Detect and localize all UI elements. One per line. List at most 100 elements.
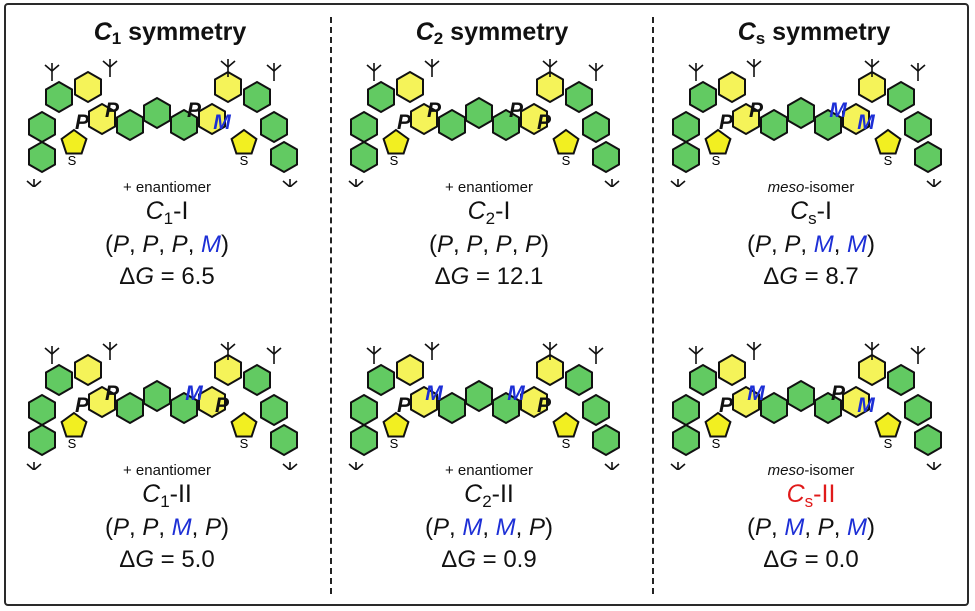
ring-helicity-label: M <box>425 382 443 405</box>
ring-helicity-label: M <box>747 382 765 405</box>
aromatic-ring <box>88 385 116 419</box>
helicity-sequence: (P, P, P, P) <box>428 231 550 258</box>
thiophene-ring <box>552 411 580 438</box>
tert-butyl-group <box>366 346 382 364</box>
aromatic-ring <box>116 108 144 142</box>
ring-helicity-label: P <box>537 111 552 134</box>
aromatic-ring <box>214 70 242 104</box>
thiophene-ring <box>874 128 902 155</box>
column-header-c1: C1 symmetry <box>93 18 247 48</box>
tert-butyl-group <box>220 342 236 360</box>
aromatic-ring <box>28 140 56 174</box>
sulfur-label: S <box>562 153 571 168</box>
aromatic-ring <box>718 353 746 387</box>
tert-butyl-group <box>282 179 298 187</box>
tert-butyl-group <box>366 63 382 81</box>
aromatic-ring <box>732 102 760 136</box>
tert-butyl-group <box>864 342 880 360</box>
conformer-name: C1-II <box>142 480 192 511</box>
aromatic-ring <box>787 96 815 130</box>
aromatic-ring <box>28 393 56 427</box>
aromatic-ring <box>914 140 942 174</box>
aromatic-ring <box>350 140 378 174</box>
sulfur-label: S <box>240 436 249 451</box>
tert-butyl-group <box>26 462 42 470</box>
aromatic-ring <box>842 385 870 419</box>
ring-helicity-label: M <box>857 111 875 134</box>
helicity-sequence: (P, M, P, M) <box>746 514 876 541</box>
aromatic-ring <box>914 423 942 457</box>
ring-helicity-label: P <box>719 394 734 417</box>
aromatic-ring <box>260 110 288 144</box>
aromatic-ring <box>367 80 395 114</box>
sulfur-label: S <box>390 436 399 451</box>
aromatic-ring <box>858 70 886 104</box>
aromatic-ring <box>520 102 548 136</box>
tert-butyl-group <box>44 63 60 81</box>
aromatic-ring <box>718 70 746 104</box>
aromatic-ring <box>536 70 564 104</box>
aromatic-ring <box>582 110 610 144</box>
tert-butyl-group <box>266 346 282 364</box>
aromatic-ring <box>672 393 700 427</box>
conformer-name: C2-II <box>464 480 514 511</box>
delta-g-value: ΔG = 12.1 <box>434 263 544 290</box>
conformer-name: C2-I <box>467 197 511 228</box>
ring-helicity-label: M <box>213 111 231 134</box>
tert-butyl-group <box>926 179 942 187</box>
aromatic-ring <box>396 70 424 104</box>
aromatic-ring <box>904 110 932 144</box>
aromatic-ring <box>787 379 815 413</box>
tert-butyl-group <box>604 179 620 187</box>
tert-butyl-group <box>688 63 704 81</box>
aromatic-ring <box>350 393 378 427</box>
conformer-name: Cs-I <box>790 197 832 228</box>
tert-butyl-group <box>910 346 926 364</box>
thiophene-ring <box>704 411 732 438</box>
delta-g-value: ΔG = 0.9 <box>441 546 537 573</box>
tert-butyl-group <box>670 462 686 470</box>
tert-butyl-group <box>910 63 926 81</box>
helicity-sequence: (P, P, P, M) <box>104 231 230 258</box>
isomer-tag: + enantiomer <box>123 179 211 196</box>
aromatic-ring <box>270 140 298 174</box>
ring-helicity-label: M <box>857 394 875 417</box>
sulfur-label: S <box>884 153 893 168</box>
tert-butyl-group <box>588 346 604 364</box>
aromatic-ring <box>842 102 870 136</box>
aromatic-ring <box>438 391 466 425</box>
delta-g-value: ΔG = 8.7 <box>763 263 859 290</box>
aromatic-ring <box>760 108 788 142</box>
tert-butyl-group <box>542 59 558 77</box>
ring-helicity-label: P <box>215 394 230 417</box>
ring-helicity-label: P <box>105 382 120 405</box>
aromatic-ring <box>410 102 438 136</box>
aromatic-ring <box>592 140 620 174</box>
aromatic-ring <box>887 363 915 397</box>
tert-butyl-group <box>102 342 118 360</box>
aromatic-ring <box>88 102 116 136</box>
aromatic-ring <box>350 110 378 144</box>
tert-butyl-group <box>424 342 440 360</box>
aromatic-ring <box>760 391 788 425</box>
column-header-cs: Cs symmetry <box>737 18 891 48</box>
ring-helicity-label: P <box>509 99 524 122</box>
aromatic-ring <box>410 385 438 419</box>
sulfur-label: S <box>712 153 721 168</box>
ring-helicity-label: M <box>507 382 525 405</box>
tert-butyl-group <box>348 462 364 470</box>
thiophene-ring <box>60 128 88 155</box>
thiophene-ring <box>382 411 410 438</box>
tert-butyl-group <box>282 462 298 470</box>
helicity-sequence: (P, P, M, P) <box>104 514 230 541</box>
isomer-tag: + enantiomer <box>123 462 211 479</box>
aromatic-ring <box>592 423 620 457</box>
column-divider-2 <box>652 17 654 594</box>
aromatic-ring <box>520 385 548 419</box>
